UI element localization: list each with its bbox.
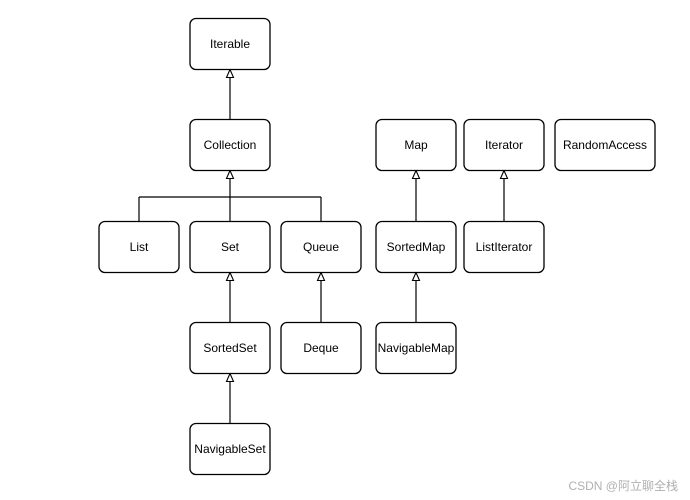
- node-iterator: Iterator: [463, 118, 545, 172]
- arrowhead-icon: [225, 68, 235, 79]
- node-box: [375, 321, 457, 375]
- node-box: [463, 220, 545, 274]
- node-queue: Queue: [280, 220, 362, 274]
- node-label: RandomAccess: [563, 138, 647, 152]
- node-box: [189, 422, 271, 476]
- node-list: List: [98, 220, 180, 274]
- arrowhead-icon: [316, 271, 326, 282]
- edges-layer: [138, 68, 509, 424]
- node-box: [189, 118, 271, 172]
- node-map: Map: [375, 118, 457, 172]
- node-label: ListIterator: [476, 240, 533, 254]
- inheritance-edge-to-collection: [138, 169, 322, 222]
- node-iterable: Iterable: [189, 17, 271, 71]
- node-box: [463, 118, 545, 172]
- node-box: [98, 220, 180, 274]
- inheritance-edge-to-set: [225, 271, 235, 323]
- node-box: [189, 17, 271, 71]
- node-deque: Deque: [280, 321, 362, 375]
- arrowhead-icon: [499, 169, 509, 180]
- node-label: Iterable: [210, 37, 250, 51]
- arrowhead-icon: [225, 271, 235, 282]
- node-navigablemap: NavigableMap: [375, 321, 457, 375]
- node-label: NavigableSet: [194, 442, 266, 456]
- node-label: List: [130, 240, 149, 254]
- node-navigableset: NavigableSet: [189, 422, 271, 476]
- watermark: CSDN @阿立聊全栈: [568, 479, 678, 493]
- node-box: [375, 118, 457, 172]
- arrowhead-icon: [225, 372, 235, 383]
- node-randomaccess: RandomAccess: [554, 118, 656, 172]
- inheritance-edge-to-map: [411, 169, 421, 222]
- node-label: Collection: [204, 138, 257, 152]
- node-box: [189, 321, 271, 375]
- node-label: Queue: [303, 240, 339, 254]
- arrowhead-icon: [411, 271, 421, 282]
- inheritance-edge-to-iterator: [499, 169, 509, 222]
- inheritance-edge-to-sortedset: [225, 372, 235, 424]
- node-set: Set: [189, 220, 271, 274]
- node-sortedset: SortedSet: [189, 321, 271, 375]
- node-label: Deque: [303, 341, 339, 355]
- node-box: [280, 220, 362, 274]
- node-label: SortedMap: [387, 240, 446, 254]
- node-listiterator: ListIterator: [463, 220, 545, 274]
- node-label: Iterator: [485, 138, 523, 152]
- node-box: [375, 220, 457, 274]
- inheritance-edge-to-sortedmap: [411, 271, 421, 323]
- node-box: [554, 118, 656, 172]
- node-box: [280, 321, 362, 375]
- arrowhead-icon: [411, 169, 421, 180]
- node-label: Map: [404, 138, 428, 152]
- inheritance-edge-to-iterable: [225, 68, 235, 120]
- inheritance-edge-to-queue: [316, 271, 326, 323]
- node-label: Set: [221, 240, 240, 254]
- node-collection: Collection: [189, 118, 271, 172]
- arrowhead-icon: [225, 169, 235, 180]
- node-sortedmap: SortedMap: [375, 220, 457, 274]
- node-label: NavigableMap: [378, 341, 455, 355]
- node-label: SortedSet: [203, 341, 257, 355]
- node-box: [189, 220, 271, 274]
